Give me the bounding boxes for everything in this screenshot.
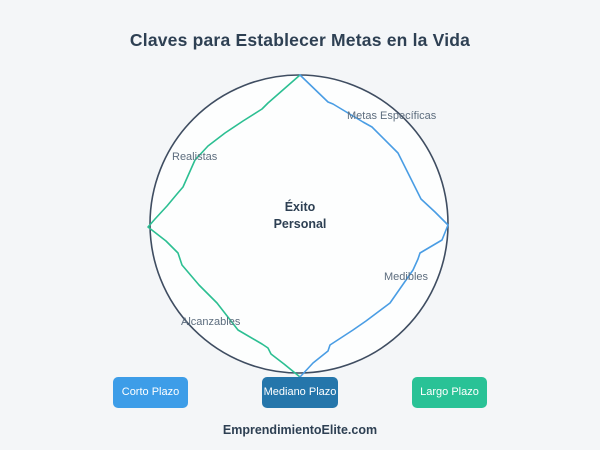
mediano-plazo-button[interactable]: Mediano Plazo bbox=[262, 377, 338, 408]
page-title: Claves para Establecer Metas en la Vida bbox=[129, 30, 471, 50]
center-label-exito-personal: Éxito Personal bbox=[273, 200, 327, 231]
label-realistas: Realistas bbox=[172, 151, 218, 163]
footer-site-name: EmprendimientoElite.com bbox=[222, 423, 378, 437]
largo-plazo-button[interactable]: Largo Plazo bbox=[412, 377, 487, 408]
blue-right-line bbox=[299, 74, 449, 378]
green-left-line bbox=[147, 74, 301, 378]
label-alcanzables: Alcanzables bbox=[181, 316, 241, 328]
label-medibles: Medibles bbox=[384, 271, 429, 283]
corto-plazo-button[interactable]: Corto Plazo bbox=[113, 377, 188, 408]
label-metas-especificas: Metas Específicas bbox=[347, 110, 437, 122]
